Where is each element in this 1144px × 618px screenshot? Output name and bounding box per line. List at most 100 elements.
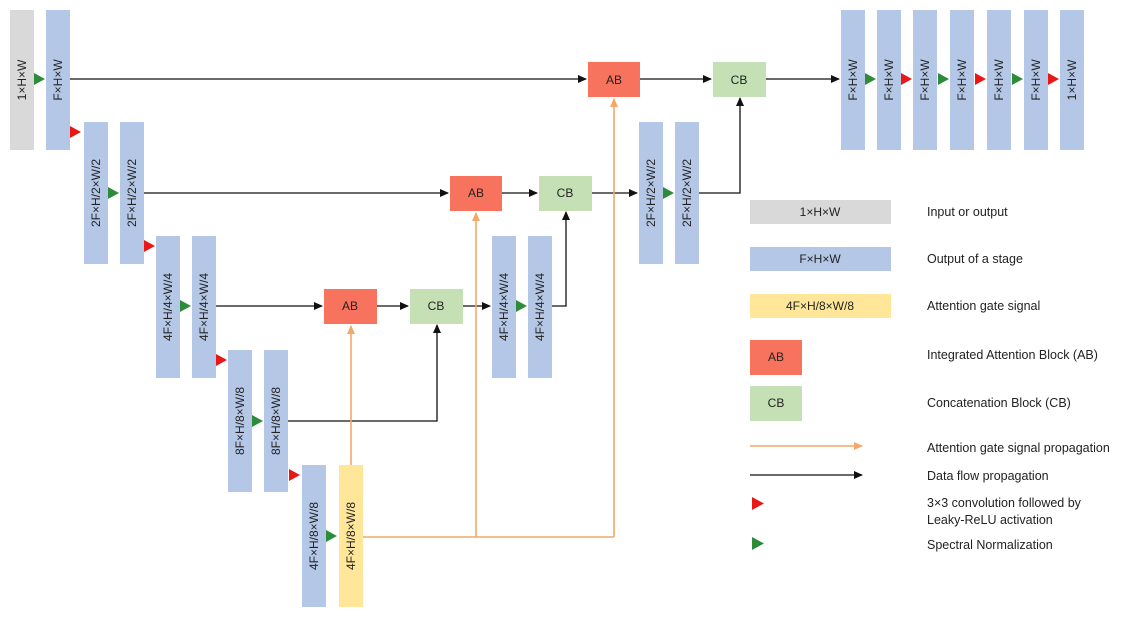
operation-markers — [34, 73, 1059, 542]
decoder-block-3b-label: 4F×H/4×W/4 — [533, 273, 547, 341]
encoder-block-4b-label: 8F×H/8×W/8 — [269, 387, 283, 455]
attention-concat-nodes: AB CB AB CB AB CB — [324, 62, 766, 324]
red-triangle-icon — [1048, 73, 1059, 85]
output-final-block — [1060, 10, 1084, 150]
cb-node-3 — [410, 289, 463, 324]
cb-node-2 — [539, 176, 592, 211]
legend-ab-swatch-label: AB — [768, 350, 784, 364]
legend-red-text-line2: Leaky-ReLU activation — [927, 513, 1053, 527]
legend-gate-swatch-label: 4F×H/8×W/8 — [786, 299, 854, 313]
encoder-block-2b — [120, 122, 144, 264]
legend-gate-swatch — [750, 294, 891, 318]
encoder-block-1 — [46, 10, 70, 150]
legend-green-text: Spectral Normalization — [927, 538, 1053, 552]
cb-node-3-label: CB — [428, 299, 445, 313]
output-stage-4-label: F×H×W — [955, 59, 969, 101]
input-block-label: 1×H×W — [15, 59, 29, 100]
ab-node-1 — [588, 62, 640, 97]
cb-node-1-label: CB — [731, 73, 748, 87]
green-triangle-icon — [938, 73, 949, 85]
legend-stage-text: Output of a stage — [927, 252, 1023, 266]
green-triangle-icon — [180, 300, 191, 312]
encoder-block-3b — [192, 236, 216, 378]
red-triangle-icon — [901, 73, 912, 85]
connections — [70, 75, 840, 538]
attention-gate-block — [339, 465, 363, 607]
green-triangle-icon — [663, 187, 674, 199]
decoder-block-3a — [492, 236, 516, 378]
output-stage-3 — [913, 10, 937, 150]
output-final-block-label: 1×H×W — [1065, 59, 1079, 100]
red-triangle-icon — [144, 240, 155, 252]
legend-orange-text: Attention gate signal propagation — [927, 441, 1110, 455]
decoder-block-3a-label: 4F×H/4×W/4 — [497, 273, 511, 341]
output-stage-6 — [1024, 10, 1048, 150]
d3-to-cb2-line — [552, 211, 570, 307]
d2-to-cb1-line — [699, 97, 744, 194]
output-stage-1 — [841, 10, 865, 150]
green-triangle-icon — [865, 73, 876, 85]
legend-cb-swatch-label: CB — [768, 396, 785, 410]
red-triangle-icon — [70, 126, 81, 138]
bottleneck-block — [302, 465, 326, 607]
decoder-block-2a-label: 2F×H/2×W/2 — [644, 159, 658, 227]
red-triangle-icon — [216, 354, 227, 366]
legend-ab-text: Integrated Attention Block (AB) — [927, 348, 1098, 362]
legend-green-triangle-icon — [752, 537, 764, 550]
green-triangle-icon — [516, 300, 527, 312]
output-stage-2 — [877, 10, 901, 150]
output-stage-4 — [950, 10, 974, 150]
legend: 1×H×W Input or output F×H×W Output of a … — [750, 200, 1110, 552]
legend-stage-swatch — [750, 247, 891, 271]
encoder-block-1-label: F×H×W — [51, 59, 65, 101]
input-block — [10, 10, 34, 150]
bottleneck-block-label: 4F×H/8×W/8 — [307, 502, 321, 570]
green-triangle-icon — [326, 530, 337, 542]
red-triangle-icon — [289, 469, 300, 481]
ab-node-1-label: AB — [606, 73, 622, 87]
legend-io-text: Input or output — [927, 205, 1008, 219]
output-stage-1-label: F×H×W — [846, 59, 860, 101]
encoder-block-2a-label: 2F×H/2×W/2 — [89, 159, 103, 227]
encoder-block-4a — [228, 350, 252, 492]
attention-gate-block-label: 4F×H/8×W/8 — [344, 502, 358, 570]
output-stage-5-label: F×H×W — [992, 59, 1006, 101]
encoder-block-2a — [84, 122, 108, 264]
green-triangle-icon — [108, 187, 119, 199]
decoder-block-2a — [639, 122, 663, 264]
red-triangle-icon — [975, 73, 986, 85]
legend-cb-swatch — [750, 386, 802, 421]
ab-node-3-label: AB — [342, 299, 358, 313]
ab-node-2-label: AB — [468, 186, 484, 200]
level4-to-cb3-line — [288, 324, 441, 422]
legend-red-text-line1: 3×3 convolution followed by — [927, 496, 1082, 510]
decoder-block-2b — [675, 122, 699, 264]
legend-io-swatch-label: 1×H×W — [800, 205, 841, 219]
output-stage-3-label: F×H×W — [918, 59, 932, 101]
encoder-block-4b — [264, 350, 288, 492]
encoder-block-3a — [156, 236, 180, 378]
output-stage-2-label: F×H×W — [882, 59, 896, 101]
legend-gate-text: Attention gate signal — [927, 299, 1040, 313]
legend-red-triangle-icon — [752, 497, 764, 510]
output-stage-6-label: F×H×W — [1029, 59, 1043, 101]
cb-node-2-label: CB — [557, 186, 574, 200]
decoder-block-2b-label: 2F×H/2×W/2 — [680, 159, 694, 227]
legend-io-swatch — [750, 200, 891, 224]
cb-node-1 — [713, 62, 766, 97]
ab-node-3 — [324, 289, 377, 324]
encoder-block-2b-label: 2F×H/2×W/2 — [125, 159, 139, 227]
green-triangle-icon — [34, 73, 45, 85]
legend-cb-text: Concatenation Block (CB) — [927, 396, 1071, 410]
encoder-block-3b-label: 4F×H/4×W/4 — [197, 273, 211, 341]
feature-blocks: 1×H×W F×H×W 2F×H/2×W/2 2F×H/2×W/2 4F×H/4… — [10, 10, 1084, 607]
encoder-block-4a-label: 8F×H/8×W/8 — [233, 387, 247, 455]
decoder-block-3b — [528, 236, 552, 378]
output-stage-5 — [987, 10, 1011, 150]
green-triangle-icon — [252, 415, 263, 427]
legend-stage-swatch-label: F×H×W — [799, 252, 841, 266]
ab-node-2 — [450, 176, 502, 211]
legend-ab-swatch — [750, 340, 802, 375]
green-triangle-icon — [1012, 73, 1023, 85]
